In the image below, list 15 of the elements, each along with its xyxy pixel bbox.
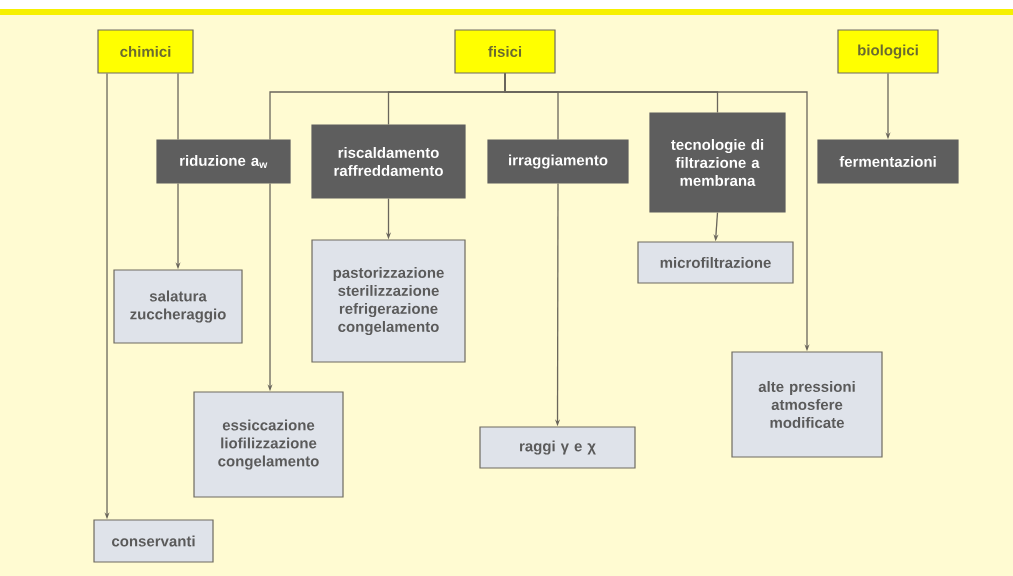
process-box: fermentazioni xyxy=(817,139,959,184)
category-box: fisici xyxy=(454,29,556,74)
method-box: essiccazione liofilizzazione congelamento xyxy=(193,391,344,498)
method-box: pastorizzazione sterilizzazione refrigerazione congelamento xyxy=(311,239,466,363)
category-box: biologici xyxy=(837,29,939,74)
category-box: chimici xyxy=(97,29,194,74)
process-box: irraggiamento xyxy=(487,139,629,184)
method-box: microfiltrazione xyxy=(637,241,794,284)
process-box: riduzione a$_{w}$ xyxy=(156,139,291,184)
method-box: salatura zuccheraggio xyxy=(113,269,243,344)
method-box: alte pressioni atmosfere modificate xyxy=(731,351,883,458)
process-box: tecnologie di filtrazione a membrana xyxy=(649,112,786,213)
method-box: raggi γ e χ xyxy=(479,426,636,469)
process-box: riscaldamento raffreddamento xyxy=(311,124,466,199)
method-box: conservanti xyxy=(93,519,214,563)
